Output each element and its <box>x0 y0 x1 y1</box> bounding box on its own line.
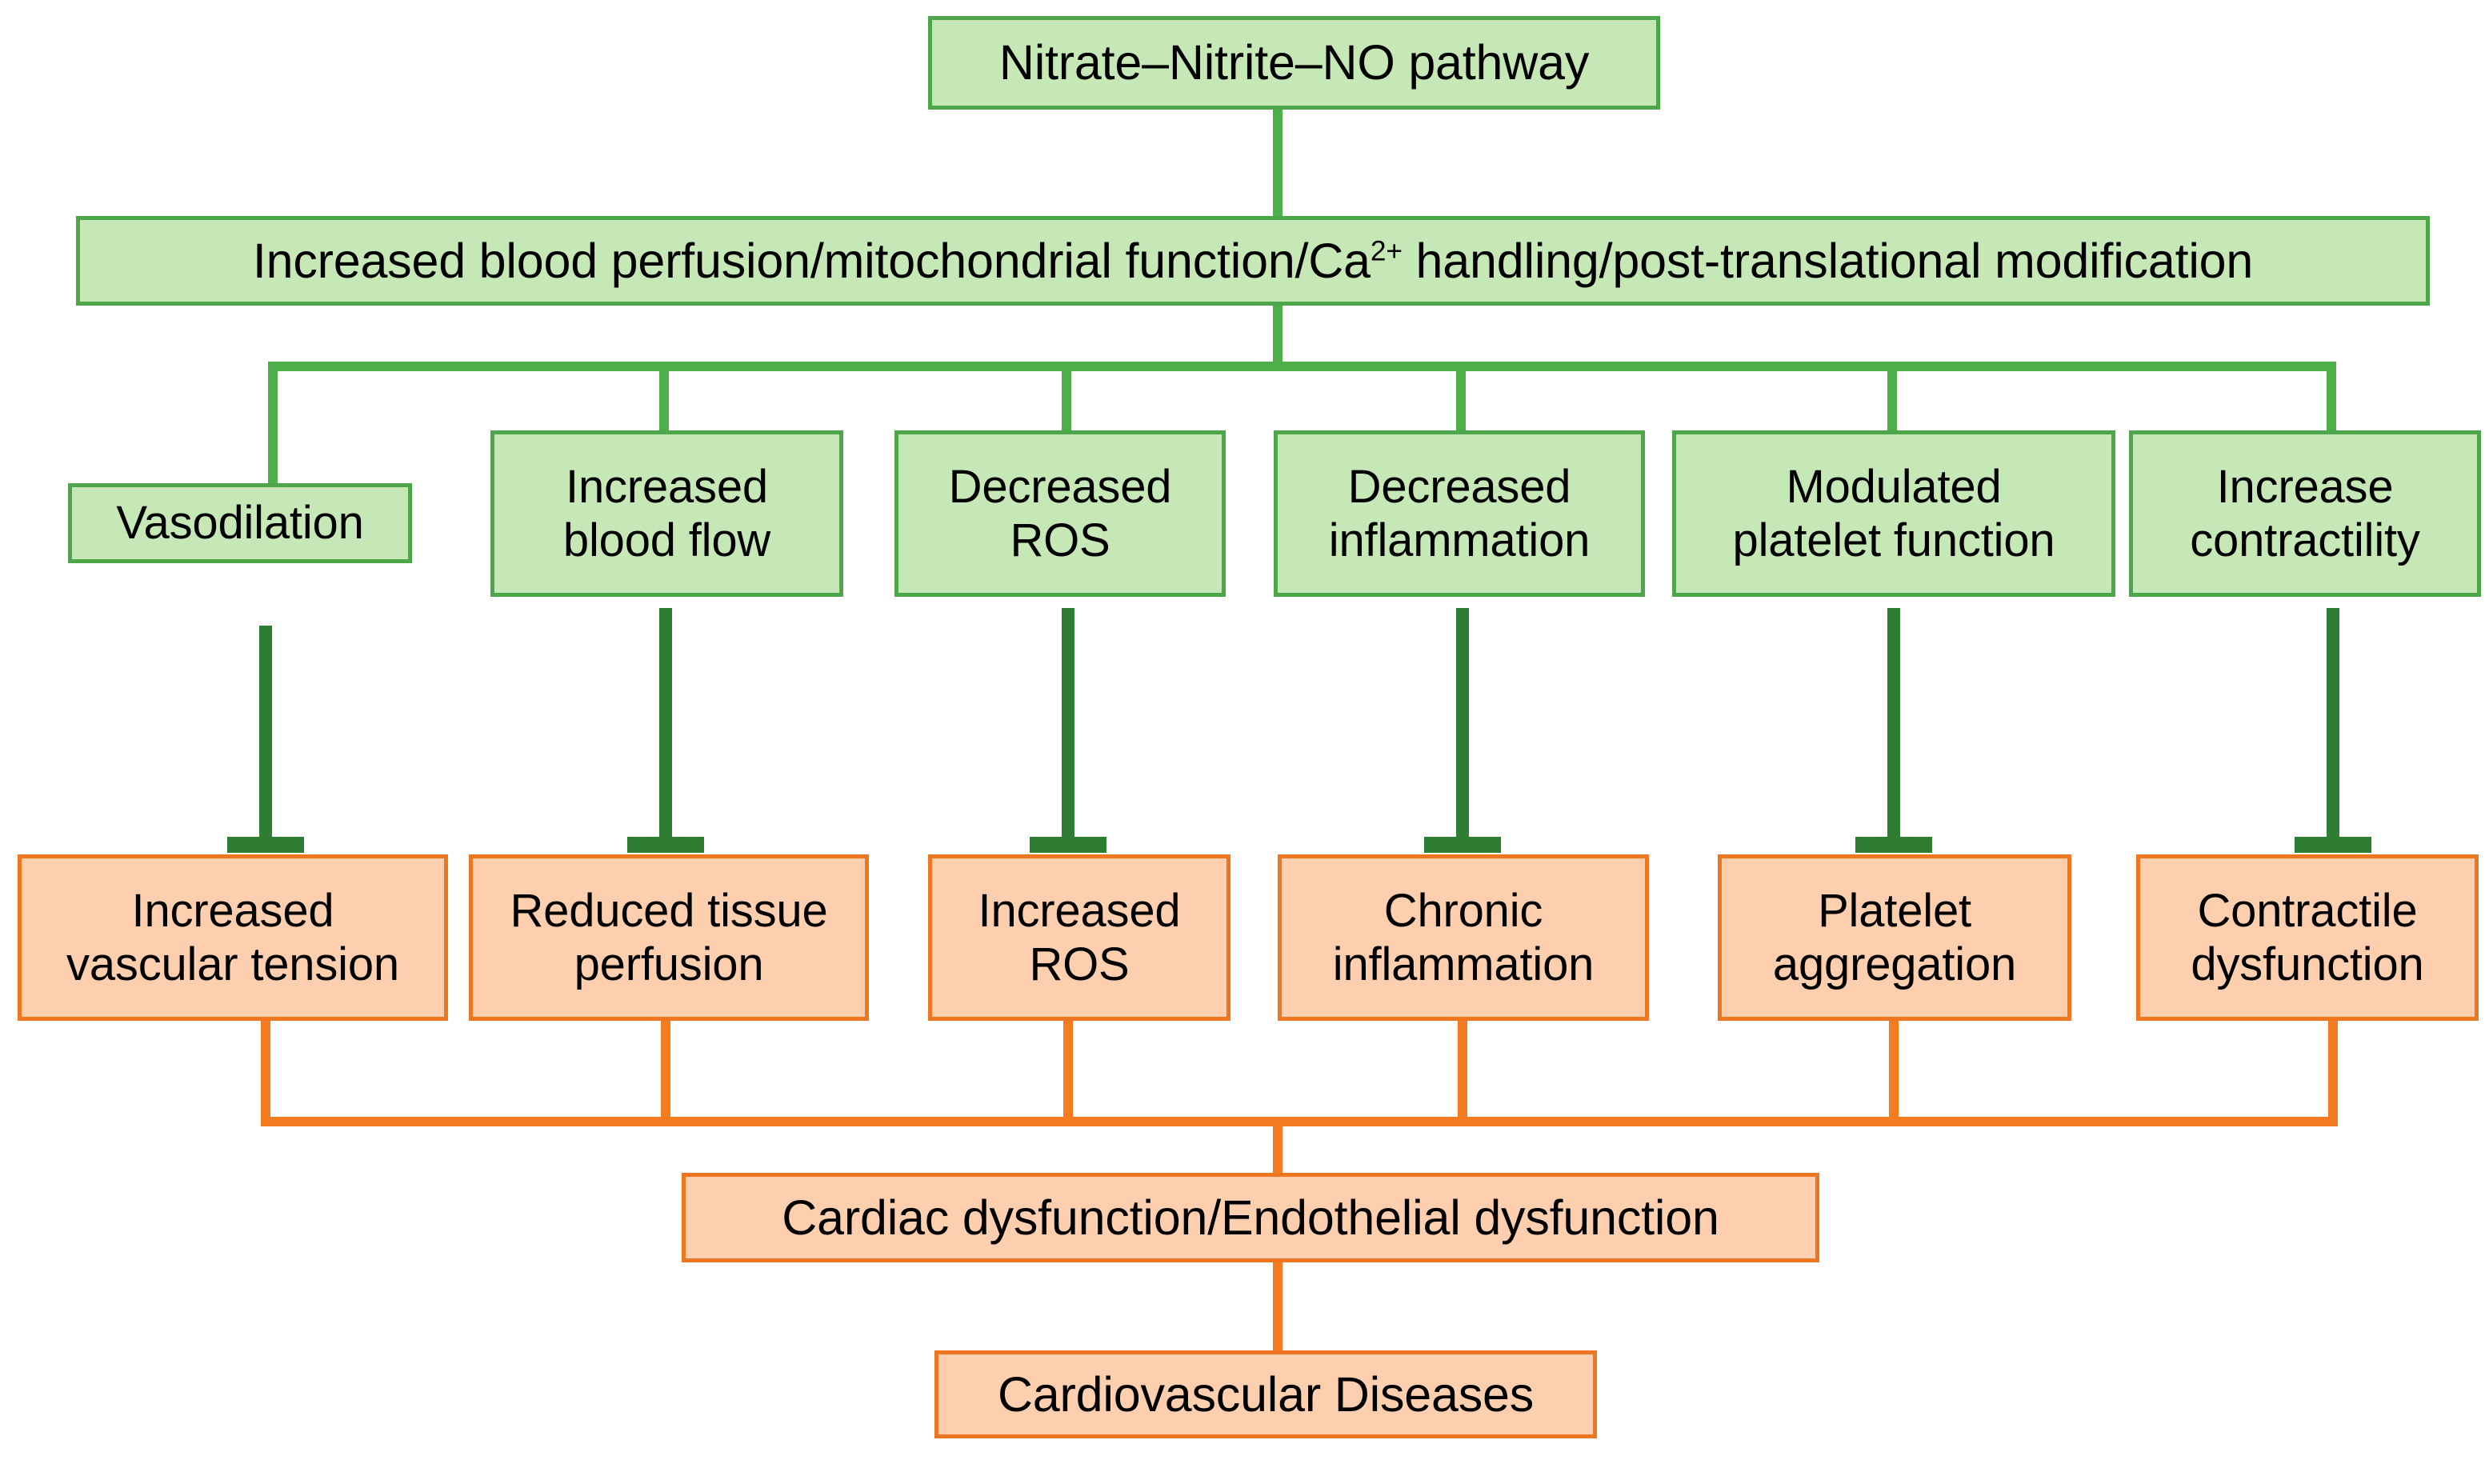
connector-orange-bus <box>261 1117 2338 1126</box>
connector-riser-3 <box>1063 1018 1073 1126</box>
node-label: Contractile dysfunction <box>2191 884 2424 990</box>
inhibitor-head-1 <box>227 837 304 853</box>
node-increased-blood-flow[interactable]: Increased blood flow <box>490 430 843 597</box>
connector-drop-modulated-platelet-function <box>1887 362 1897 435</box>
node-increase-contractility[interactable]: Increase contractility <box>2129 430 2481 597</box>
node-label: Increase contractility <box>2190 460 2420 566</box>
connector-drop-increase-contractility <box>2327 362 2336 435</box>
node-nitrate-nitrite-no-pathway[interactable]: Nitrate–Nitrite–NO pathway <box>928 16 1660 110</box>
node-label: Increased blood flow <box>562 460 771 566</box>
connector-drop-decreased-ros <box>1062 362 1071 435</box>
inhibitor-head-5 <box>1855 837 1932 853</box>
node-increased-ros[interactable]: Increased ROS <box>928 854 1230 1021</box>
connector-riser-5 <box>1889 1018 1899 1126</box>
connector-outcome-to-final <box>1273 1262 1283 1350</box>
inhibitor-head-4 <box>1424 837 1501 853</box>
connector-bus-to-outcome <box>1273 1117 1283 1173</box>
banner-superscript: 2+ <box>1370 235 1403 267</box>
banner-suffix: handling/post-translational modification <box>1402 233 2254 288</box>
node-contractile-dysfunction[interactable]: Contractile dysfunction <box>2136 854 2479 1021</box>
node-label: Modulated platelet function <box>1732 460 2055 566</box>
node-label: Cardiac dysfunction/Endothelial dysfunct… <box>782 1190 1719 1245</box>
node-chronic-inflammation[interactable]: Chronic inflammation <box>1278 854 1649 1021</box>
node-increased-vascular-tension[interactable]: Increased vascular tension <box>18 854 448 1021</box>
node-decreased-ros[interactable]: Decreased ROS <box>894 430 1226 597</box>
inhibitor-head-6 <box>2295 837 2371 853</box>
inhibitor-head-2 <box>627 837 704 853</box>
node-label: Platelet aggregation <box>1772 884 2017 990</box>
node-decreased-inflammation[interactable]: Decreased inflammation <box>1274 430 1645 597</box>
inhibitor-shaft-1 <box>259 626 272 842</box>
inhibitor-shaft-3 <box>1062 608 1074 842</box>
inhibitor-shaft-5 <box>1887 608 1900 842</box>
node-cardiac-endothelial-dysfunction[interactable]: Cardiac dysfunction/Endothelial dysfunct… <box>682 1173 1819 1262</box>
node-cardiovascular-diseases[interactable]: Cardiovascular Diseases <box>934 1350 1597 1438</box>
inhibitor-head-3 <box>1030 837 1106 853</box>
connector-green-bus <box>268 362 2336 371</box>
connector-title-to-banner <box>1273 108 1283 220</box>
node-vasodilation[interactable]: Vasodilation <box>68 483 412 563</box>
node-label: Increased ROS <box>978 884 1181 990</box>
node-label: Decreased inflammation <box>1328 460 1591 566</box>
node-label: Increased vascular tension <box>66 884 399 990</box>
node-label: Vasodilation <box>116 497 364 550</box>
node-reduced-tissue-perfusion[interactable]: Reduced tissue perfusion <box>469 854 869 1021</box>
inhibitor-shaft-4 <box>1456 608 1469 842</box>
connector-riser-2 <box>661 1018 670 1126</box>
connector-drop-decreased-inflammation <box>1456 362 1466 435</box>
inhibitor-shaft-6 <box>2327 608 2339 842</box>
node-label: Increased blood perfusion/mitochondrial … <box>253 233 2253 290</box>
node-increased-blood-perfusion[interactable]: Increased blood perfusion/mitochondrial … <box>76 216 2430 306</box>
connector-drop-increased-blood-flow <box>659 362 669 435</box>
connector-riser-1 <box>261 1018 270 1126</box>
node-label: Decreased ROS <box>948 460 1172 566</box>
node-platelet-aggregation[interactable]: Platelet aggregation <box>1718 854 2071 1021</box>
node-label: Reduced tissue perfusion <box>510 884 828 990</box>
banner-prefix: Increased blood perfusion/mitochondrial … <box>252 233 1371 288</box>
connector-drop-vasodilation <box>268 362 278 490</box>
connector-banner-stem <box>1273 304 1283 366</box>
inhibitor-shaft-2 <box>659 608 672 842</box>
connector-riser-4 <box>1458 1018 1467 1126</box>
connector-riser-6 <box>2328 1018 2338 1126</box>
node-label: Nitrate–Nitrite–NO pathway <box>998 35 1590 90</box>
node-label: Cardiovascular Diseases <box>997 1366 1535 1422</box>
node-label: Chronic inflammation <box>1332 884 1595 990</box>
node-modulated-platelet-function[interactable]: Modulated platelet function <box>1672 430 2115 597</box>
